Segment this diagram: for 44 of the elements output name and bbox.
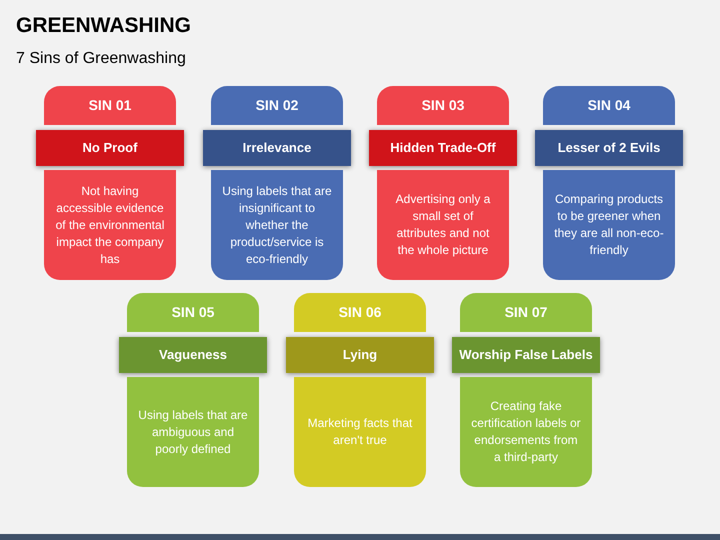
subtitle: 7 Sins of Greenwashing <box>16 49 186 69</box>
description-panel <box>294 377 426 487</box>
description: Marketing facts that aren't true <box>306 415 414 449</box>
sin-name-banner <box>36 130 184 166</box>
description: Creating fake certification labels or endorsements from a third-party <box>470 398 582 466</box>
sin-number: SIN 06 <box>338 303 382 322</box>
sin-name: Irrelevance <box>242 139 312 158</box>
sin-name-banner <box>286 337 434 373</box>
sin-number: SIN 03 <box>422 96 464 115</box>
sin-number-tab <box>44 86 176 125</box>
sin-name: Hidden Trade-Off <box>390 139 496 158</box>
sin-name-banner <box>203 130 351 166</box>
description-panel <box>127 377 259 487</box>
sin-number-tab <box>294 293 426 332</box>
description: Not having accessible evidence of the environmental impact the company has <box>54 182 166 268</box>
sin-name-banner <box>452 337 600 373</box>
sin-number-tab <box>543 86 675 125</box>
title: GREENWASHING <box>16 13 192 39</box>
description-panel <box>211 170 343 280</box>
sin-number: SIN 07 <box>504 303 548 322</box>
sin-number: SIN 02 <box>256 96 298 115</box>
description: Using labels that are ambiguous and poorly defined <box>137 406 249 458</box>
sin-number: SIN 04 <box>588 96 630 115</box>
sin-name-banner <box>369 130 517 166</box>
description-panel <box>44 170 176 280</box>
sin-number-tab <box>127 293 259 332</box>
description: Comparing products to be greener when they are all non-eco-friendly <box>553 191 665 259</box>
description: Using labels that are insignificant to whether the product/service is eco-friendly <box>221 182 333 268</box>
sin-number-tab <box>377 86 509 125</box>
sin-name-banner <box>535 130 683 166</box>
sin-name: Lesser of 2 Evils <box>558 139 660 158</box>
description: Advertising only a small set of attributes and not the whole picture <box>394 191 492 259</box>
sin-number: SIN 05 <box>172 303 214 322</box>
sin-name: Vagueness <box>159 346 227 364</box>
description-panel <box>543 170 675 280</box>
sin-number-tab <box>460 293 592 332</box>
sin-name: Lying <box>342 346 378 364</box>
sin-name-banner <box>119 337 267 373</box>
sin-number-tab <box>211 86 343 125</box>
sin-name: No Proof <box>82 139 138 158</box>
sin-number: SIN 01 <box>88 96 132 115</box>
description-panel <box>377 170 509 280</box>
description-panel <box>460 377 592 487</box>
sin-name: Worship False Labels <box>459 346 593 364</box>
